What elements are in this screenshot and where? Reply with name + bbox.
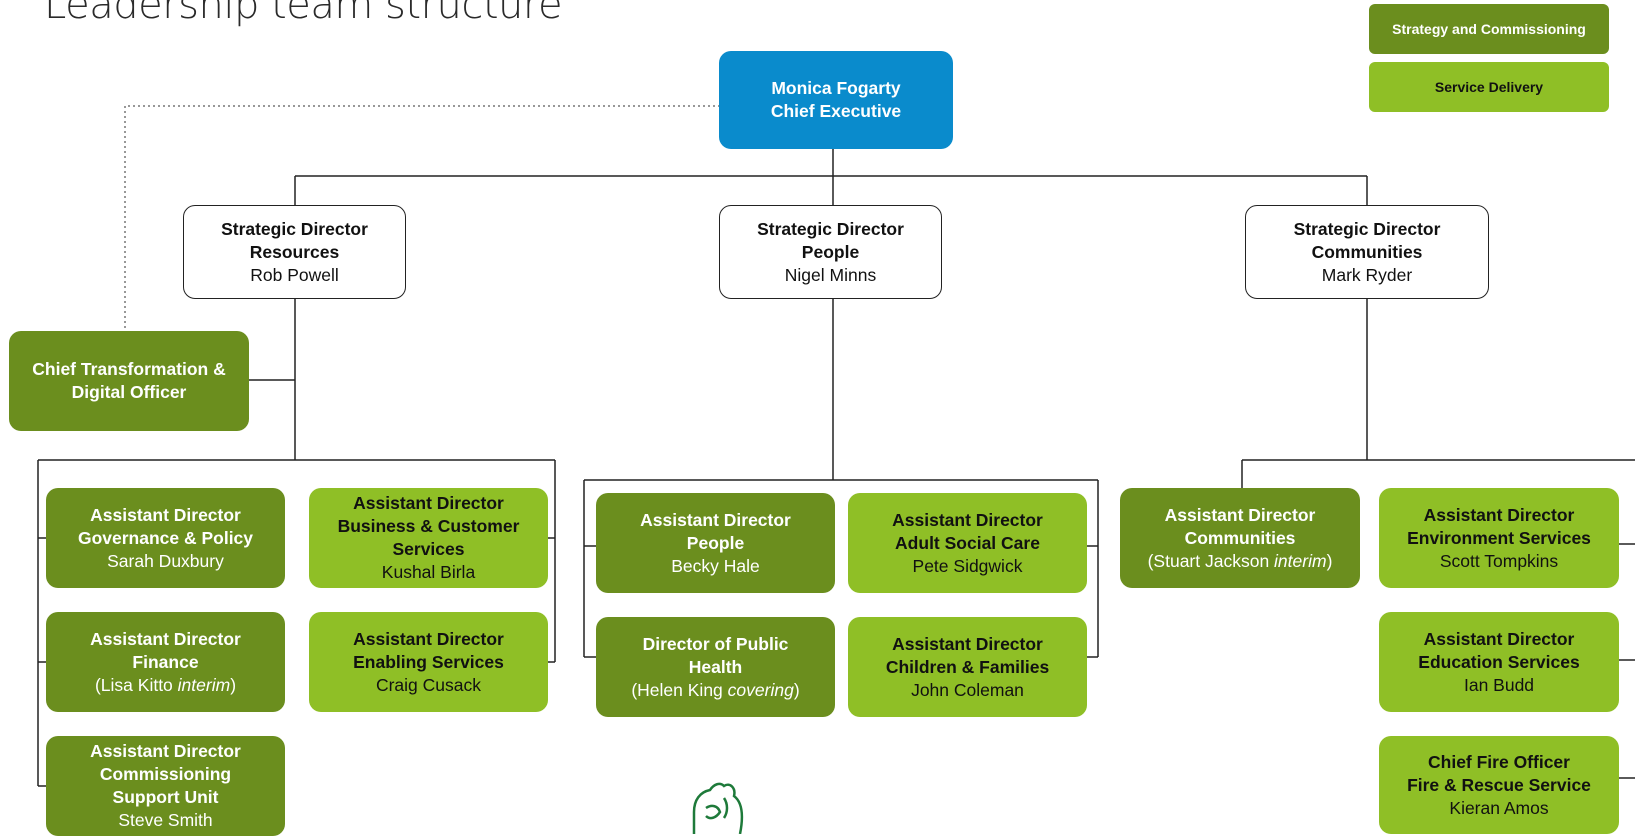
director-title: Strategic Director — [757, 218, 904, 239]
director-name: Nigel Minns — [784, 264, 877, 285]
ad-title: Assistant Director — [353, 628, 504, 649]
ad-area: Commissioning — [99, 764, 232, 784]
director-area: Communities — [1311, 241, 1423, 262]
ad-name: Pete Sidgwick — [912, 555, 1023, 576]
ad-governance-policy: Assistant Director Governance & Policy S… — [46, 488, 285, 588]
ad-name: (Helen King covering) — [631, 679, 800, 700]
ad-name: Craig Cusack — [375, 674, 482, 695]
ad-adult-social-care: Assistant Director Adult Social Care Pet… — [848, 493, 1087, 593]
ad-title: Director of Public — [642, 633, 789, 654]
ad-communities: Assistant Director Communities (Stuart J… — [1120, 488, 1360, 588]
ad-area: Governance & Policy — [77, 527, 254, 548]
ad-area: Business & Customer — [337, 516, 520, 536]
legend-strategy: Strategy and Commissioning — [1369, 4, 1609, 54]
ad-title: Assistant Director — [640, 509, 791, 530]
chief-fire-officer: Chief Fire Officer Fire & Rescue Service… — [1379, 736, 1619, 834]
strategic-director-communities: Strategic Director Communities Mark Ryde… — [1245, 205, 1489, 299]
ad-area: Education Services — [1418, 651, 1580, 672]
ad-area: Enabling Services — [353, 651, 504, 672]
ad-area: Adult Social Care — [895, 532, 1040, 553]
director-title: Strategic Director — [1293, 218, 1441, 239]
director-area: Resources — [249, 241, 340, 262]
chief-executive-box: Monica Fogarty Chief Executive — [719, 51, 953, 149]
ad-area: Children & Families — [885, 656, 1050, 677]
ceo-name: Monica Fogarty — [771, 78, 901, 98]
strategic-director-resources: Strategic Director Resources Rob Powell — [183, 205, 406, 299]
ctdo-line2: Digital Officer — [71, 382, 187, 402]
ctdo-line1: Chief Transformation & — [32, 359, 226, 379]
ad-area: People — [686, 532, 745, 553]
director-title: Strategic Director — [221, 218, 368, 239]
director-public-health: Director of Public Health (Helen King co… — [596, 617, 835, 717]
ad-title: Health — [688, 656, 743, 677]
ad-name: Scott Tompkins — [1439, 550, 1559, 571]
page-title: Leadership team structure — [44, 0, 563, 28]
ad-name: Ian Budd — [1463, 674, 1535, 695]
bear-logo-icon — [692, 782, 744, 834]
ad-area: Finance — [132, 651, 199, 672]
ad-title: Assistant Director — [1423, 628, 1575, 649]
ad-area: Fire & Rescue Service — [1407, 774, 1591, 795]
ad-environment-services: Assistant Director Environment Services … — [1379, 488, 1619, 588]
legend-delivery-label: Service Delivery — [1434, 78, 1544, 95]
ad-area: Communities — [1184, 527, 1296, 548]
ad-area: Support Unit — [112, 787, 219, 807]
ad-name: Kushal Birla — [381, 562, 476, 582]
ad-people: Assistant Director People Becky Hale — [596, 493, 835, 593]
legend-delivery: Service Delivery — [1369, 62, 1609, 112]
ad-title: Assistant Director — [1164, 504, 1316, 525]
ad-area: Environment Services — [1407, 527, 1591, 548]
ad-name: Becky Hale — [671, 555, 760, 576]
ad-name: (Stuart Jackson interim) — [1147, 550, 1333, 571]
ad-title: Assistant Director — [90, 628, 241, 649]
ad-finance: Assistant Director Finance (Lisa Kitto i… — [46, 612, 285, 712]
director-name: Rob Powell — [250, 264, 339, 285]
director-name: Mark Ryder — [1321, 264, 1413, 285]
ad-title: Chief Fire Officer — [1428, 751, 1570, 772]
ad-business-customer: Assistant Director Business & Customer S… — [309, 488, 548, 588]
ad-name: Sarah Duxbury — [107, 550, 224, 571]
ad-enabling-services: Assistant Director Enabling Services Cra… — [309, 612, 548, 712]
ad-area: Services — [392, 539, 465, 559]
chief-transformation-box: Chief Transformation & Digital Officer — [9, 331, 249, 431]
ad-title: Assistant Director — [892, 509, 1043, 530]
ad-title: Assistant Director — [1423, 504, 1575, 525]
strategic-director-people: Strategic Director People Nigel Minns — [719, 205, 942, 299]
ad-name: (Lisa Kitto interim) — [94, 674, 237, 695]
ad-title: Assistant Director — [90, 504, 241, 525]
ad-title: Assistant Director — [353, 493, 504, 513]
ad-commissioning-support: Assistant Director Commissioning Support… — [46, 736, 285, 836]
legend-strategy-label: Strategy and Commissioning — [1392, 20, 1586, 37]
ad-children-families: Assistant Director Children & Families J… — [848, 617, 1087, 717]
ad-name: John Coleman — [911, 679, 1024, 700]
ad-name: Kieran Amos — [1449, 797, 1549, 818]
director-area: People — [801, 241, 860, 262]
ad-title: Assistant Director — [892, 633, 1043, 654]
ad-title: Assistant Director — [90, 741, 241, 761]
ceo-role: Chief Executive — [770, 101, 902, 121]
ad-education-services: Assistant Director Education Services Ia… — [1379, 612, 1619, 712]
ad-name: Steve Smith — [118, 810, 213, 830]
